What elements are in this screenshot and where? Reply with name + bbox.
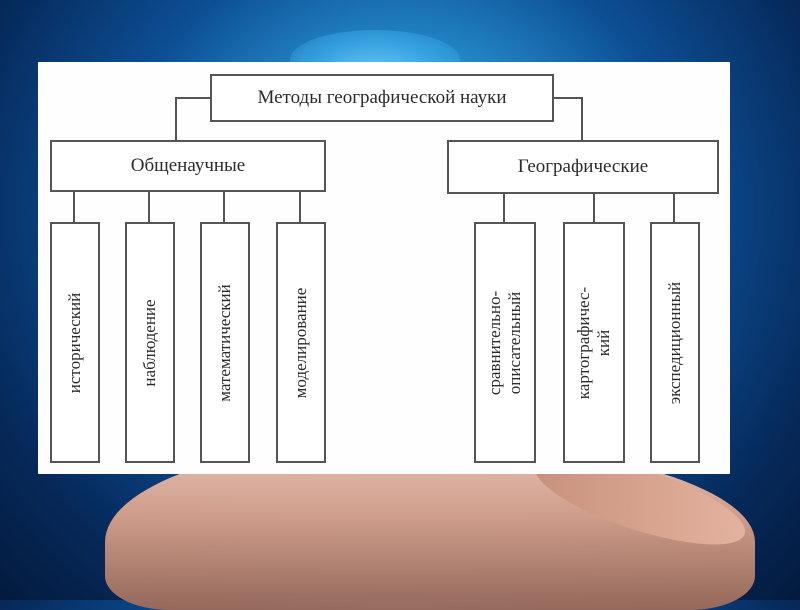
method-observation-text: наблюдение: [140, 298, 159, 387]
method-box-cartographic: картографичес- кий: [563, 222, 625, 463]
branch-general-label: Общенаучные: [130, 155, 246, 176]
method-mathematical-text: математический: [215, 283, 234, 402]
method-historical-text: исторический: [65, 292, 84, 393]
method-cartographic-text: картографичес- кий: [574, 286, 613, 399]
method-expedition-text: экспедиционный: [665, 281, 684, 404]
method-box-expedition: экспедиционный: [650, 222, 700, 463]
method-modeling-text: моделирование: [291, 287, 310, 398]
title-box: Методы географической науки: [210, 74, 554, 122]
branch-general-box: Общенаучные: [50, 140, 326, 192]
connector-title-left: [175, 97, 210, 140]
connector-lines: [73, 97, 675, 222]
method-comparative-text: сравнительно- описательный: [485, 290, 524, 395]
method-box-observation: наблюдение: [125, 222, 175, 463]
diagram-panel: Методы географической науки Общенаучные …: [38, 62, 730, 474]
title-text: Методы географической науки: [257, 87, 507, 108]
method-box-modeling: моделирование: [276, 222, 326, 463]
method-box-mathematical: математический: [200, 222, 250, 463]
method-box-comparative: сравнительно- описательный: [474, 222, 536, 463]
branch-geographic-box: Географические: [447, 140, 719, 194]
method-box-historical: исторический: [50, 222, 100, 463]
connector-title-right: [554, 97, 583, 140]
branch-geographic-label: Географические: [517, 156, 649, 177]
